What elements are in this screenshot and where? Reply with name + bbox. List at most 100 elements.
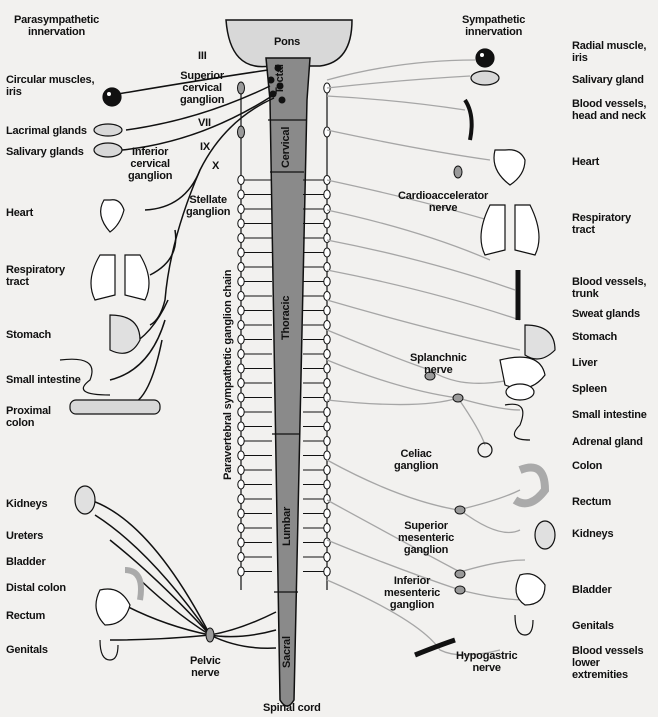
label-sacral: Sacral [281, 636, 293, 668]
chain-ganglion-right [323, 421, 331, 432]
left-heart-icon [100, 199, 125, 233]
label-hypogastric: Hypogastric nerve [456, 650, 518, 674]
right-sympathetic-chain [303, 82, 331, 590]
label-heart-right: Heart [572, 156, 600, 168]
label-small-intestine-right: Small intestine [572, 409, 647, 421]
chain-ganglion-right [323, 465, 331, 475]
superior-cervical-ganglion [237, 81, 245, 95]
right-salivary-icon [470, 70, 500, 86]
chain-ganglion-left [237, 262, 245, 272]
inferior-mesenteric-ganglion [454, 569, 466, 579]
label-splanchnic: Splanchnic nerve [410, 352, 467, 376]
chain-ganglion-left [237, 334, 245, 345]
sympathetic-title: Sympathetic innervation [462, 14, 526, 38]
label-cardioaccelerator: Cardioaccelerator nerve [398, 190, 489, 214]
label-inferior-cervical: Inferior cervical ganglion [128, 146, 173, 182]
left-lungs-icon [90, 254, 150, 301]
chain-ganglion-left [237, 349, 245, 359]
chain-ganglion-right [323, 566, 331, 577]
pelvic-ganglion [205, 627, 215, 643]
right-stomach-icon [524, 324, 556, 360]
left-eye-icon [102, 87, 122, 107]
chain-ganglion-right [323, 247, 331, 258]
parasympathetic-nerves [89, 69, 277, 649]
left-kidney-icon [74, 485, 96, 515]
label-salivary-right: Salivary gland [572, 74, 644, 86]
label-chain: Paravertebral sympathetic ganglion chain [222, 269, 234, 480]
superior-mesenteric-ganglion [454, 505, 466, 515]
right-heart-icon [493, 149, 526, 186]
chain-ganglion-right [323, 349, 331, 359]
label-adrenal: Adrenal gland [572, 436, 643, 448]
left-sympathetic-chain [237, 85, 272, 590]
spinal-cord [265, 57, 311, 707]
chain-ganglion-right [323, 494, 331, 504]
right-vessel-lower-icon [414, 637, 456, 658]
chain-ganglion-right [323, 407, 331, 417]
label-kidneys-right: Kidneys [572, 528, 614, 540]
right-eye-icon [475, 48, 495, 68]
splanchnic-ganglion [424, 371, 436, 381]
right-bladder-icon [515, 573, 546, 606]
label-salivary-left: Salivary glands [6, 146, 84, 158]
chain-ganglion-left [237, 276, 245, 287]
chain-ganglion-right [323, 204, 331, 214]
left-genitals-icon [99, 639, 119, 661]
label-ureters: Ureters [6, 530, 44, 542]
chain-ganglion-right [323, 276, 331, 287]
chain-ganglion-left [237, 494, 245, 504]
label-superior-mesenteric: Superior mesenteric ganglion [398, 520, 455, 556]
label-rectum-right: Rectum [572, 496, 612, 508]
chain-ganglion-left [237, 233, 245, 243]
label-pelvic-nerve: Pelvic nerve [190, 655, 221, 679]
label-stomach-right: Stomach [572, 331, 618, 343]
chain-ganglion-right [323, 218, 331, 229]
chain-ganglion-right [323, 320, 331, 330]
label-circular-muscles: Circular muscles, iris [6, 74, 95, 98]
label-superior-cervical: Superior cervical ganglion [180, 70, 225, 106]
label-radial-muscle: Radial muscle, iris [572, 40, 647, 64]
label-distal-colon: Distal colon [6, 582, 66, 594]
right-kidney-icon [534, 520, 556, 550]
chain-ganglion-right [323, 262, 331, 272]
chain-ganglion-left [237, 450, 245, 461]
left-colon-icon [69, 399, 161, 415]
chain-ganglion-left [237, 175, 245, 185]
spinal-cord-label: Spinal cord [263, 702, 321, 714]
label-liver: Liver [572, 357, 598, 369]
label-vessels-head: Blood vessels, head and neck [572, 98, 647, 122]
label-cn-x: X [212, 160, 220, 172]
chain-ganglion-right [323, 334, 331, 345]
left-intestine-icon [59, 358, 111, 396]
label-lumbar: Lumbar [281, 506, 293, 546]
label-colon-right: Colon [572, 460, 603, 472]
chain-ganglion-right [323, 450, 331, 461]
label-celiac: Celiac ganglion [394, 448, 439, 472]
chain-ganglion-left [237, 479, 245, 490]
label-sweat-glands: Sweat glands [572, 308, 640, 320]
label-inferior-mesenteric: Inferior mesenteric ganglion [384, 575, 441, 611]
chain-ganglion-right [323, 523, 331, 533]
chain-ganglion-left [237, 247, 245, 258]
chain-ganglion-left [237, 189, 245, 200]
chain-ganglion-left [237, 552, 245, 562]
sympathetic-nerves [326, 59, 526, 656]
left-distal-colon-icon [124, 567, 144, 601]
label-genitals-left: Genitals [6, 644, 48, 656]
inferior-cervical-ganglion [237, 125, 245, 139]
label-rectum-left: Rectum [6, 610, 46, 622]
chain-ganglion-left [237, 508, 245, 519]
chain-ganglion-right [323, 305, 331, 316]
chain-ganglion-left [237, 537, 245, 548]
label-bladder-left: Bladder [6, 556, 46, 568]
label-proximal-colon: Proximal colon [6, 405, 51, 429]
label-stomach-left: Stomach [6, 329, 52, 341]
parasympathetic-title: Parasympathetic innervation [14, 14, 100, 38]
chain-ganglion-right [323, 537, 331, 548]
label-bladder-right: Bladder [572, 584, 612, 596]
chain-ganglion-left [237, 291, 245, 301]
chain-ganglion-right [323, 291, 331, 301]
label-heart-left: Heart [6, 207, 34, 219]
label-vessels-lower: Blood vessels lower extremities [572, 645, 644, 681]
